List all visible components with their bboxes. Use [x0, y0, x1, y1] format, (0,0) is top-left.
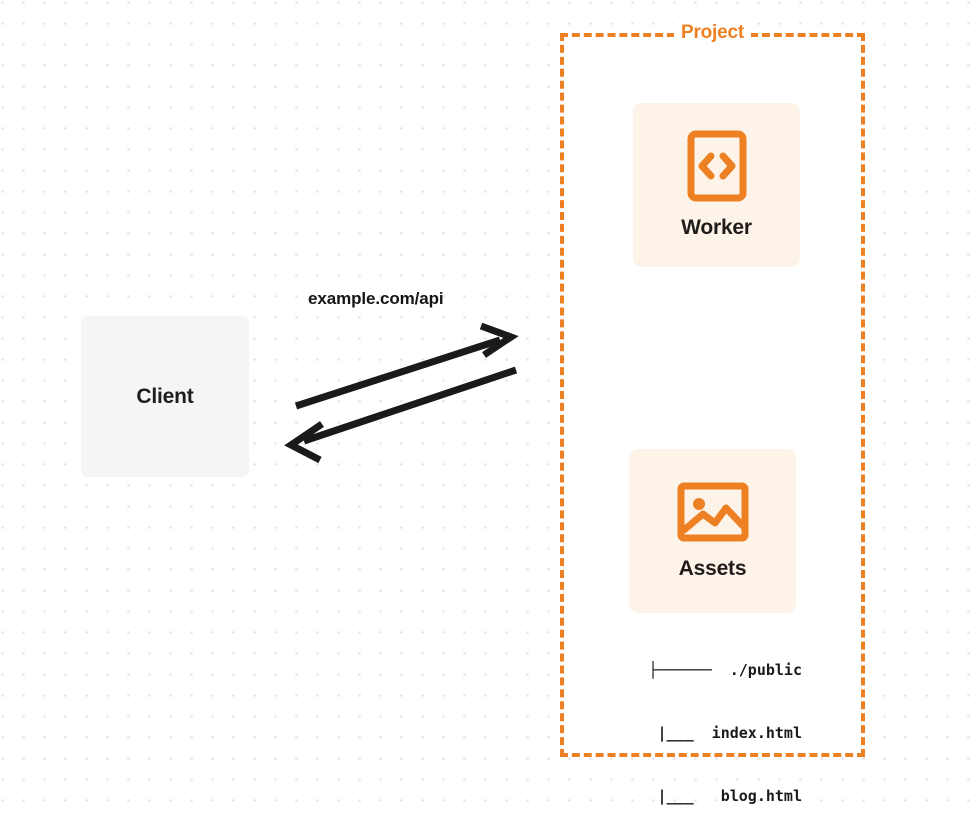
node-client[interactable]: Client: [81, 316, 249, 477]
node-assets[interactable]: Assets: [629, 449, 796, 613]
node-worker-label: Worker: [681, 216, 752, 239]
node-assets-label: Assets: [678, 557, 747, 580]
file-tree-row: ├────── ./public: [648, 661, 802, 679]
arrow-response: [284, 366, 518, 464]
project-title: Project: [560, 20, 865, 46]
file-tree-row: |___ index.html: [612, 724, 802, 742]
edge-label-example-api: example.com/api: [308, 289, 444, 308]
arrow-request: [294, 322, 519, 410]
image-icon: [677, 481, 749, 543]
file-tree-row: |___ blog.html: [612, 787, 802, 805]
project-title-text: Project: [673, 20, 751, 46]
assets-file-tree: ├────── ./public |___ index.html |___ bl…: [608, 618, 802, 818]
node-worker[interactable]: Worker: [633, 103, 800, 267]
node-client-label: Client: [136, 384, 194, 408]
code-brackets-icon: [687, 130, 747, 202]
